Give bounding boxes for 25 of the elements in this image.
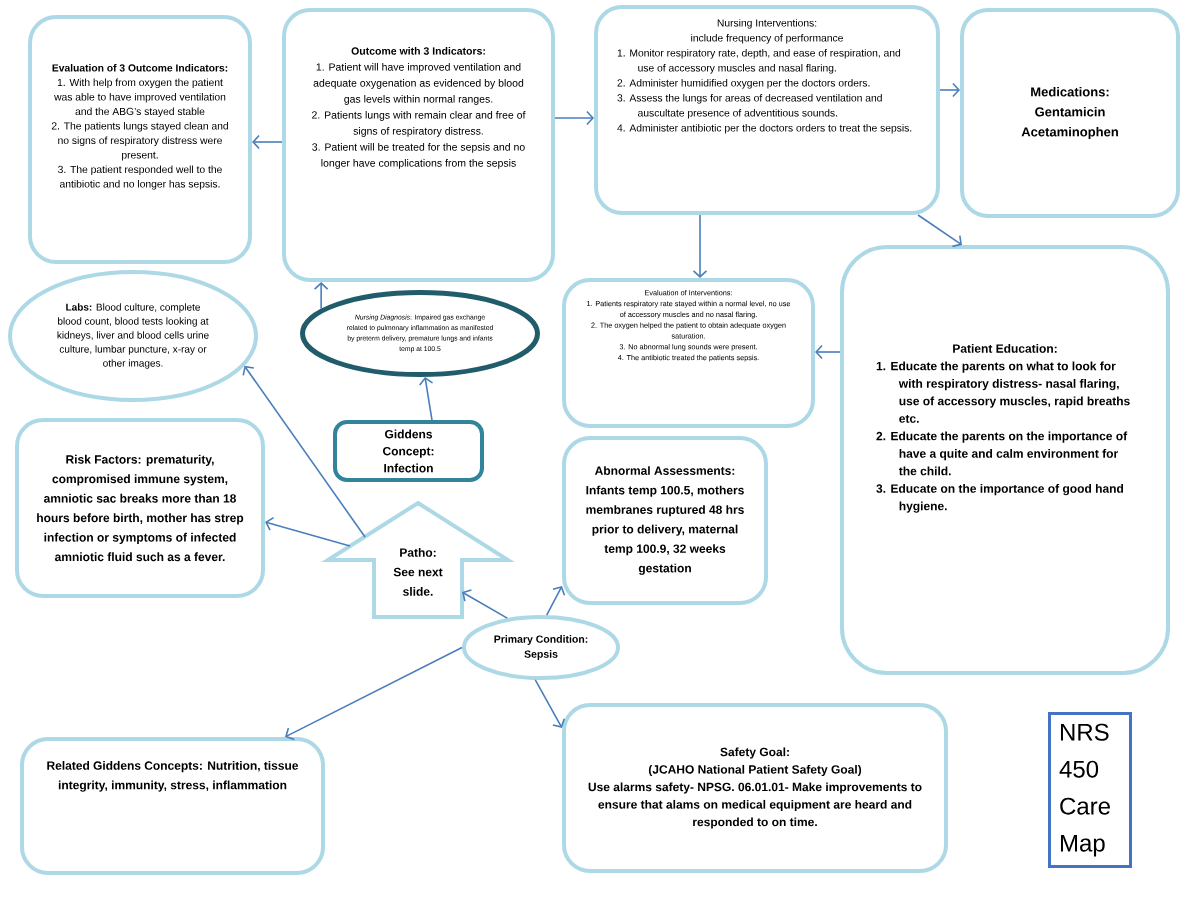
interventions-box: Nursing Interventions: include frequency of performance 1. Monitor respiratory rate, depth, and ease of respiration, and use of accessory muscles and nasal flaring. 2. Administer humidified oxygen per the doctors orders. 3. Assess the lungs for areas of decreased ventilation and auscultate presence of adventitious sounds. 4. Administer antibiotic per the doctors orders to treat the sepsis. — [594, 5, 940, 215]
arrow — [692, 214, 708, 278]
title-box: NRS 450 Care Map — [1048, 712, 1132, 868]
education-box: Patient Education: 1. Educate the parents on what to look for with respiratory distress- nasal flaring, use of accessory muscles, rapid breaths etc. 2. Educate the parents on the importance of have a quite and calm environment for the child. 3. Educate on the importance of good hand hygiene. — [840, 245, 1170, 675]
arrow — [265, 516, 351, 547]
outcome-box: Outcome with 3 Indicators: 1. Patient will have improved ventilation and adequate oxygenation as evidenced by blood gas levels within normal ranges. 2. Patients lungs with remain clear and free of signs of respiratory distress. 3. Patient will be treated for the sepsis and no longer have complications from the sepsis — [282, 8, 555, 282]
arrow — [545, 586, 566, 616]
arrow — [252, 134, 283, 150]
arrow — [285, 646, 463, 741]
arrow — [939, 82, 960, 98]
medications-box: Medications: Gentamicin Acetaminophen — [960, 8, 1180, 218]
arrow — [418, 377, 434, 421]
concept-box: Giddens Concept: Infection — [333, 420, 484, 482]
arrow — [242, 365, 366, 538]
arrow — [534, 679, 566, 728]
arrow — [815, 344, 841, 360]
arrow — [313, 282, 329, 310]
risk-factors-box: Risk Factors: prematurity, compromised immune system, amniotic sac breaks more than 18 hours before birth, mother has strep infection or symptoms of infected amniotic fluid such as a fever. — [15, 418, 265, 598]
arrow — [462, 589, 508, 619]
arrow — [554, 110, 594, 126]
evaluation-box: Evaluation of 3 Outcome Indicators: 1. With help from oxygen the patient was able to have improved ventilation and the ABG’s stayed stable 2. The patients lungs stayed clean and no signs of respiratory distress were present. 3. The patient responded well to the antibiotic and no longer has sepsis. — [28, 15, 252, 264]
safety-goal-box: Safety Goal: (JCAHO National Patient Safety Goal) Use alarms safety- NPSG. 06.01.01- Make improvements to ensure that alams on medical equipment are heard and responded to on time. — [562, 703, 948, 873]
assessment-box: Abnormal Assessments: Infants temp 100.5, mothers membranes ruptured 48 hrs prior to delivery, maternal temp 100.9, 32 weeks gestation — [562, 436, 768, 605]
arrow — [917, 214, 962, 248]
concepts-box: Related Giddens Concepts: Nutrition, tissue integrity, immunity, stress, inflammation — [20, 737, 325, 875]
